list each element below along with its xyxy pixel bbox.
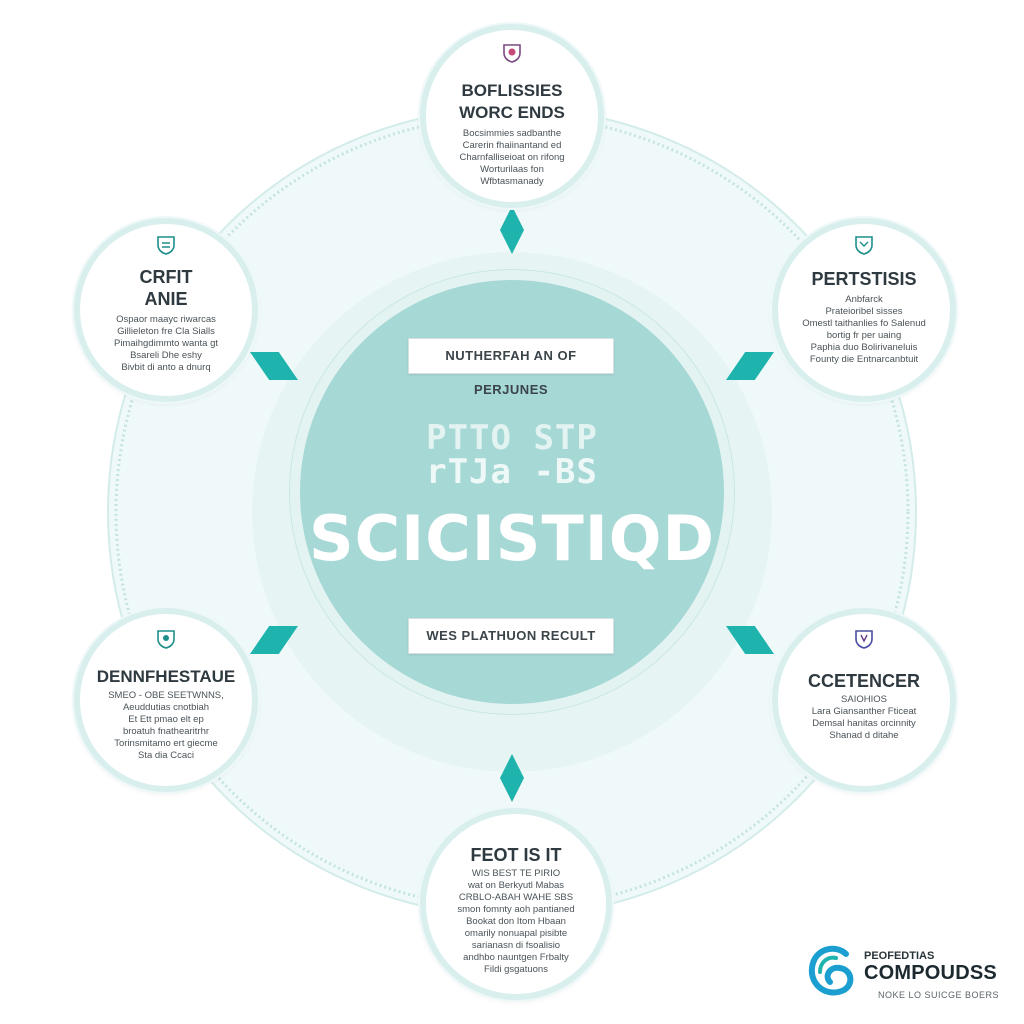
node-title: FEOT IS IT <box>470 845 562 865</box>
node-lower-right: CCETENCER SAIOHIOS Lara Giansanther Ftic… <box>772 608 956 792</box>
node-title: CRFIT ANIE <box>139 267 193 309</box>
node-upper-right: PERTSTISIS Anbfarck Prateioribel sisses … <box>772 218 956 402</box>
crest-icon <box>157 236 175 255</box>
node-bottom: FEOT IS IT WIS BEST TE PIRIO wat on Berk… <box>420 808 612 1000</box>
node-body: Ospaor maayc riwarcas Gillieleton fre Cl… <box>113 314 219 373</box>
node-body: SMEO - OBE SEETWNNS, Aeuddutias cnotbiah… <box>108 690 224 761</box>
node-lower-left: DENNFHESTAUE SMEO - OBE SEETWNNS, Aeuddu… <box>74 608 258 792</box>
swirl-logo-icon <box>808 945 854 996</box>
node-title: BOFLISSIES WORC ENDS <box>459 81 565 122</box>
node-body: WIS BEST TE PIRIO wat on Berkyutl Mabas … <box>457 868 575 975</box>
crest-icon <box>157 630 175 649</box>
hub-title: SCICISTIQD <box>309 502 715 575</box>
crest-icon <box>855 630 873 649</box>
hub-subtitle-line-2: rTJa -BS <box>426 452 598 492</box>
logo-line-3: NOKE LO SUICGE BOERS <box>878 990 1000 1000</box>
hub-top-label: NUTHERFAH AN OF PERJUNES <box>408 338 614 397</box>
node-body: Anbfarck Prateioribel sisses Omestl tait… <box>802 294 926 365</box>
crest-icon <box>503 44 521 63</box>
hub-subtitle-line-1: PTTO STP <box>426 418 598 458</box>
brand-logo: PEOFEDTIAS COMPOUDSS NOKE LO SUICGE BOER… <box>806 944 1016 1008</box>
crest-icon <box>855 236 873 255</box>
node-top: BOFLISSIES WORC ENDS Bocsimmies sadbanth… <box>420 24 604 208</box>
logo-line-2: COMPOUDSS <box>864 962 997 984</box>
node-body: SAIOHIOS Lara Giansanther Fticeat Demsal… <box>811 694 917 741</box>
node-body: Bocsimmies sadbanthe Carerin fhaiinantan… <box>459 128 565 187</box>
node-title: CCETENCER <box>807 671 920 691</box>
node-title: PERTSTISIS <box>811 269 917 289</box>
hub-bottom-label: WES PLATHUON RECULT <box>408 618 614 654</box>
logo-line-1: PEOFEDTIAS <box>864 950 935 962</box>
node-upper-left: CRFIT ANIE Ospaor maayc riwarcas Gilliel… <box>74 218 258 402</box>
node-title: DENNFHESTAUE <box>96 667 236 686</box>
central-hub: NUTHERFAH AN OF PERJUNES PTTO STP rTJa -… <box>300 280 724 704</box>
